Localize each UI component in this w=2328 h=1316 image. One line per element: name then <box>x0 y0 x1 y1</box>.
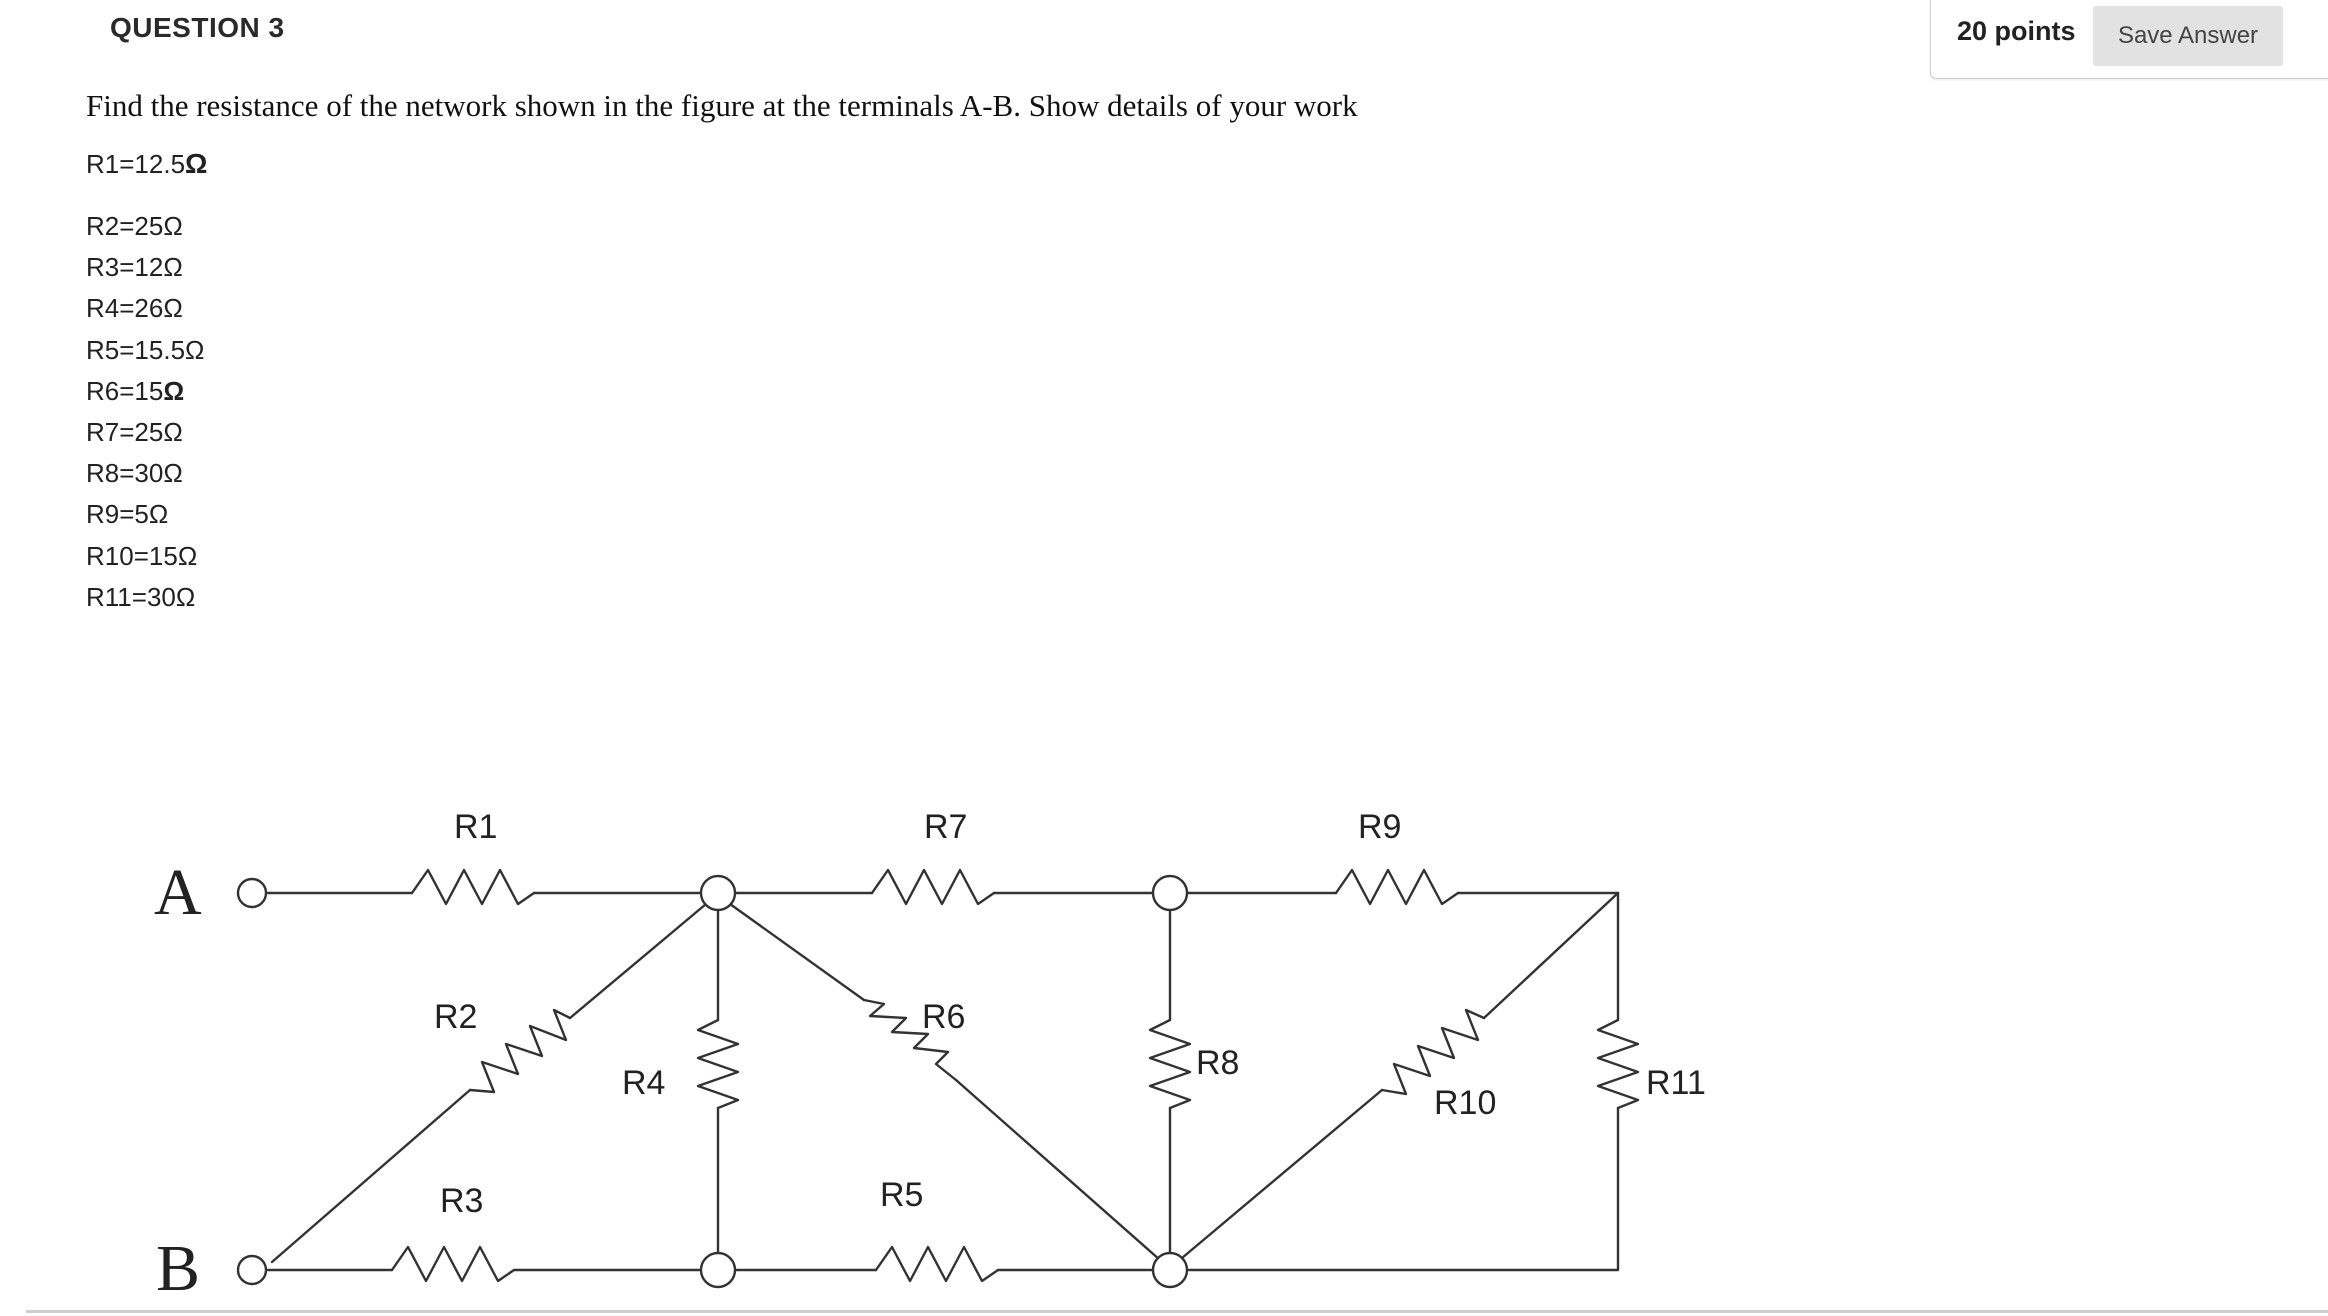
label-r4: R4 <box>622 1064 665 1102</box>
label-r7: R7 <box>924 808 967 846</box>
points-label: 20 points <box>1957 16 2076 46</box>
value-r6: R6=15Ω <box>86 375 185 406</box>
points-panel: 20 points Save Answer <box>1930 0 2328 79</box>
resistor-value-list: R1=12.5Ω R2=25Ω R3=12Ω R4=26Ω R5=15.5Ω R… <box>86 144 207 618</box>
node-n2 <box>1151 874 1189 912</box>
label-r5: R5 <box>880 1176 923 1214</box>
terminal-b-node <box>236 1254 268 1286</box>
wire-r6-n4 <box>954 1078 1162 1262</box>
value-r5: R5=15.5Ω <box>86 334 205 365</box>
wire-r11-bottom <box>1184 1106 1620 1272</box>
terminal-b-label: B <box>156 1232 200 1305</box>
question-prompt: Find the resistance of the network shown… <box>86 88 1358 123</box>
value-r2: R2=25Ω <box>86 211 183 241</box>
value-r3: R3=12Ω <box>86 252 183 283</box>
wire-n1-r6 <box>728 902 866 1002</box>
label-r6: R6 <box>922 998 965 1036</box>
value-r10: R10=15Ω <box>86 540 198 571</box>
value-r7: R7=25Ω <box>86 416 183 447</box>
label-r11: R11 <box>1646 1064 1706 1102</box>
resistor-r6 <box>862 998 958 1082</box>
label-r2: R2 <box>434 998 477 1036</box>
wire-b-r2 <box>270 1088 472 1264</box>
label-r1: R1 <box>454 808 497 846</box>
wire-r2-n1 <box>568 902 708 1020</box>
resistor-r9 <box>1334 868 1460 906</box>
resistor-r7 <box>870 868 996 906</box>
node-n1 <box>699 874 737 912</box>
terminal-a-label: A <box>154 856 202 929</box>
value-r1: R1=12.5Ω <box>86 148 208 179</box>
value-r9: R9=5Ω <box>86 499 169 530</box>
resistor-r8 <box>1148 1018 1192 1110</box>
resistor-r11 <box>1596 1018 1640 1110</box>
label-r10: R10 <box>1434 1084 1496 1122</box>
value-r4: R4=26Ω <box>86 293 183 324</box>
label-r8: R8 <box>1196 1044 1239 1082</box>
resistor-r3 <box>390 1245 516 1283</box>
save-answer-button[interactable]: Save Answer <box>2093 6 2283 66</box>
resistor-r10 <box>1380 1008 1486 1096</box>
resistor-r5 <box>874 1245 1000 1283</box>
wire-r10-corner <box>1482 891 1620 1020</box>
value-r8: R8=30Ω <box>86 458 183 489</box>
circuit-diagram: A B R1 R7 R9 R2 R6 R4 R8 R10 R11 R3 R5 <box>154 808 1706 1305</box>
node-n3 <box>699 1251 737 1289</box>
bottom-divider <box>26 1310 2328 1313</box>
label-r3: R3 <box>440 1182 483 1220</box>
question-title: QUESTION 3 <box>110 12 285 43</box>
terminal-a-node <box>236 877 268 909</box>
node-n4 <box>1151 1251 1189 1289</box>
resistor-r4 <box>696 1018 740 1110</box>
resistor-r2 <box>468 1008 572 1094</box>
value-r11: R11=30Ω <box>86 581 196 612</box>
wire-n4-r10 <box>1180 1088 1384 1260</box>
label-r9: R9 <box>1358 808 1401 846</box>
resistor-r1 <box>410 868 536 906</box>
